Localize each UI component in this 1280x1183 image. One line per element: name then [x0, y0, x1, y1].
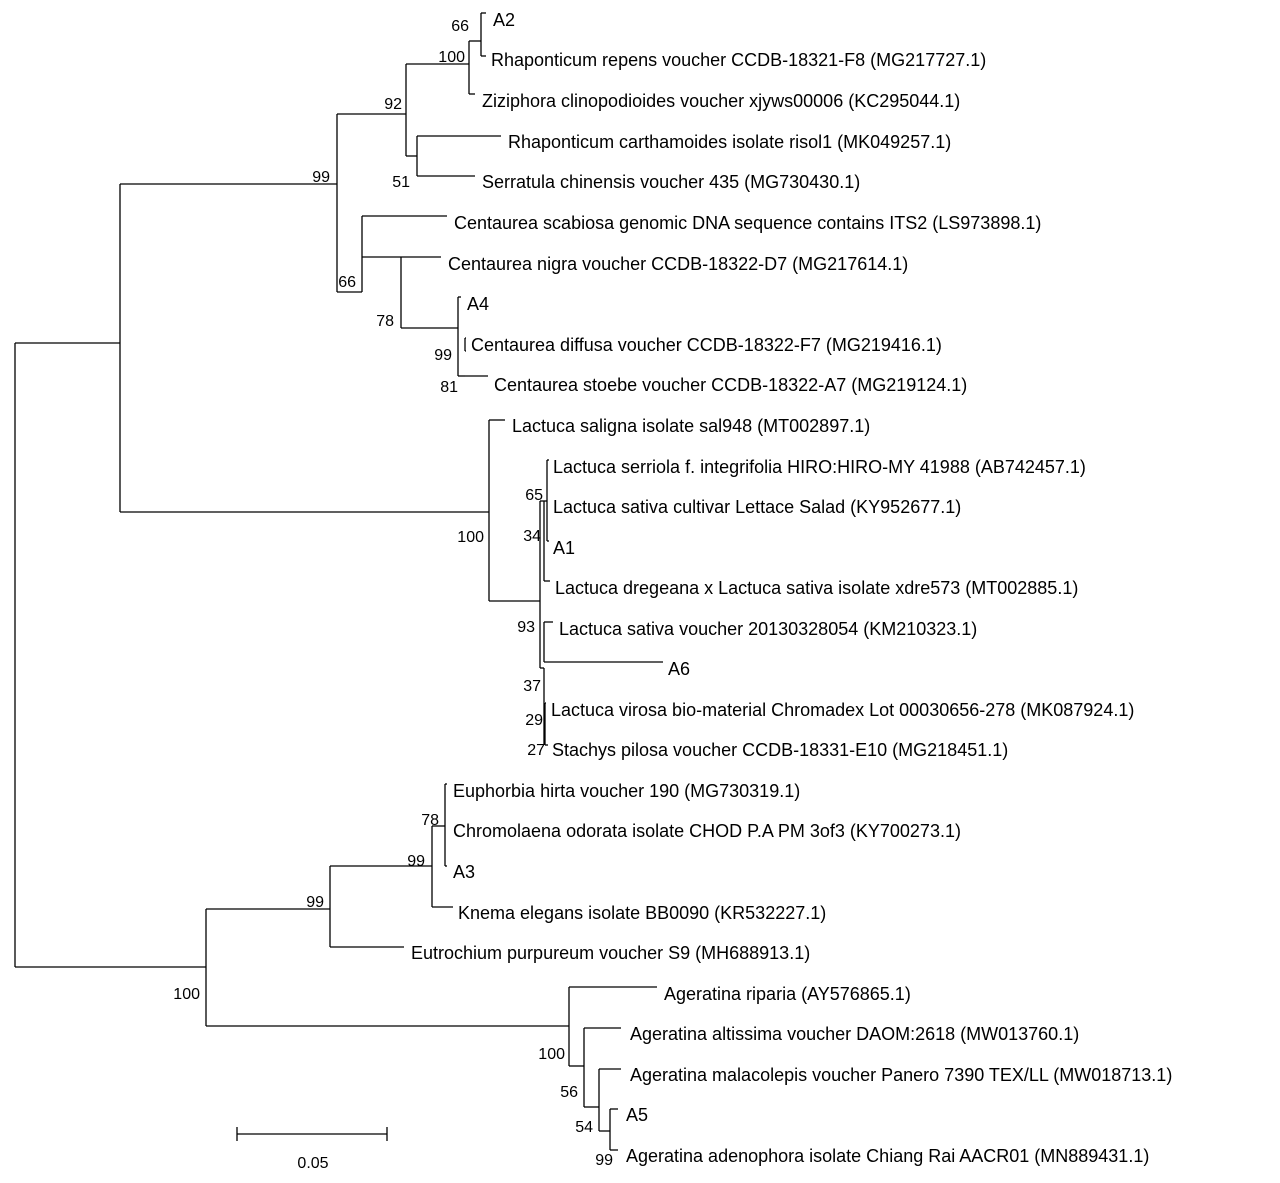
taxon-label-centaurea-diffusa: Centaurea diffusa voucher CCDB-18322-F7 …	[471, 335, 942, 355]
taxon-label-knema-elegans: Knema elegans isolate BB0090 (KR532227.1…	[458, 903, 826, 923]
taxon-label-eutrochium-purpureum: Eutrochium purpureum voucher S9 (MH68891…	[411, 943, 810, 963]
bootstrap-value: 100	[438, 49, 465, 66]
bootstrap-value: 99	[434, 347, 452, 364]
bootstrap-value: 27	[527, 742, 545, 759]
taxon-label-a4: A4	[467, 294, 489, 314]
taxon-label-ageratina-altissima: Ageratina altissima voucher DAOM:2618 (M…	[630, 1024, 1079, 1044]
bootstrap-value: 93	[517, 619, 535, 636]
bootstrap-value: 56	[560, 1084, 578, 1101]
taxon-label-chromolaena-odorata: Chromolaena odorata isolate CHOD P.A PM …	[453, 821, 961, 841]
taxon-label-a1: A1	[553, 538, 575, 558]
taxon-label-serratula-chinensis: Serratula chinensis voucher 435 (MG73043…	[482, 172, 860, 192]
taxon-label-lactuca-dregeana: Lactuca dregeana x Lactuca sativa isolat…	[555, 578, 1078, 598]
bootstrap-value: 99	[407, 853, 425, 870]
taxon-label-a5: A5	[626, 1105, 648, 1125]
taxon-label-euphorbia-hirta: Euphorbia hirta voucher 190 (MG730319.1)	[453, 781, 800, 801]
bootstrap-value: 54	[575, 1119, 593, 1136]
bootstrap-value: 29	[525, 712, 543, 729]
taxon-label-ziziphora-clinopodioides: Ziziphora clinopodioides voucher xjyws00…	[482, 91, 960, 111]
taxon-label-centaurea-nigra: Centaurea nigra voucher CCDB-18322-D7 (M…	[448, 254, 908, 274]
bootstrap-value: 81	[440, 379, 458, 396]
bootstrap-value: 100	[173, 986, 200, 1003]
bootstrap-value: 34	[523, 528, 541, 545]
taxon-label-rhaponticum-carthamoides: Rhaponticum carthamoides isolate risol1 …	[508, 132, 951, 152]
taxon-label-ageratina-adenophora: Ageratina adenophora isolate Chiang Rai …	[626, 1146, 1149, 1166]
bootstrap-value: 65	[525, 487, 543, 504]
taxon-label-centaurea-stoebe: Centaurea stoebe voucher CCDB-18322-A7 (…	[494, 375, 967, 395]
bootstrap-value: 99	[312, 169, 330, 186]
taxon-label-rhaponticum-repens: Rhaponticum repens voucher CCDB-18321-F8…	[491, 50, 986, 70]
bootstrap-value: 99	[306, 894, 324, 911]
taxon-label-lactuca-sativa-voucher: Lactuca sativa voucher 20130328054 (KM21…	[559, 619, 977, 639]
bootstrap-value: 100	[538, 1046, 565, 1063]
taxon-label-lactuca-saligna: Lactuca saligna isolate sal948 (MT002897…	[512, 416, 870, 436]
bootstrap-value: 99	[595, 1152, 613, 1169]
bootstrap-value: 37	[523, 678, 541, 695]
taxon-label-lactuca-virosa: Lactuca virosa bio-material Chromadex Lo…	[551, 700, 1134, 720]
bootstrap-value: 78	[421, 812, 439, 829]
bootstrap-value: 78	[376, 313, 394, 330]
tree-branches	[14, 12, 663, 1151]
taxon-label-a2: A2	[493, 10, 515, 30]
bootstrap-value: 66	[451, 18, 469, 35]
taxon-label-a3: A3	[453, 862, 475, 882]
scale-bar-label: 0.05	[297, 1155, 328, 1172]
scale-bar: 0.05	[236, 1127, 388, 1172]
bootstrap-value: 51	[392, 174, 410, 191]
taxon-label-ageratina-malacolepis: Ageratina malacolepis voucher Panero 739…	[630, 1065, 1172, 1085]
taxon-label-centaurea-scabiosa: Centaurea scabiosa genomic DNA sequence …	[454, 213, 1041, 233]
bootstrap-value: 66	[338, 274, 356, 291]
bootstrap-value: 100	[457, 529, 484, 546]
taxon-label-stachys-pilosa: Stachys pilosa voucher CCDB-18331-E10 (M…	[552, 740, 1008, 760]
bootstrap-values: 66 100 92 51 99 66 78 99 81 100 65 34 93…	[173, 18, 613, 1169]
taxon-label-a6: A6	[668, 659, 690, 679]
bootstrap-value: 92	[384, 96, 402, 113]
taxon-labels: A2 Rhaponticum repens voucher CCDB-18321…	[411, 10, 1172, 1166]
taxon-label-ageratina-riparia: Ageratina riparia (AY576865.1)	[664, 984, 911, 1004]
taxon-label-lactuca-sativa-cultivar: Lactuca sativa cultivar Lettace Salad (K…	[553, 497, 961, 517]
taxon-label-lactuca-serriola: Lactuca serriola f. integrifolia HIRO:HI…	[553, 457, 1086, 477]
